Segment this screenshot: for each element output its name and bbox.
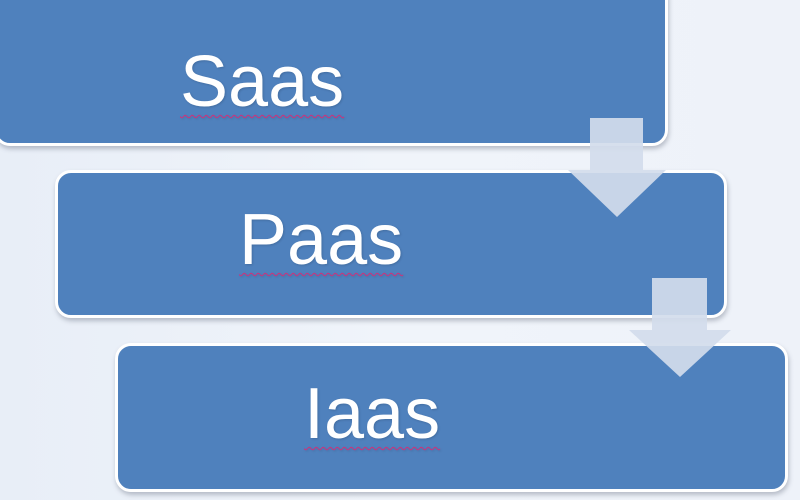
step-label-paas: Paas [239,200,404,280]
step-box-saas: Saas [0,0,668,146]
down-arrow-icon [568,118,666,218]
step-label-saas: Saas [180,42,345,122]
step-label-iaas: Iaas [304,374,441,454]
down-arrow-icon [629,278,731,378]
